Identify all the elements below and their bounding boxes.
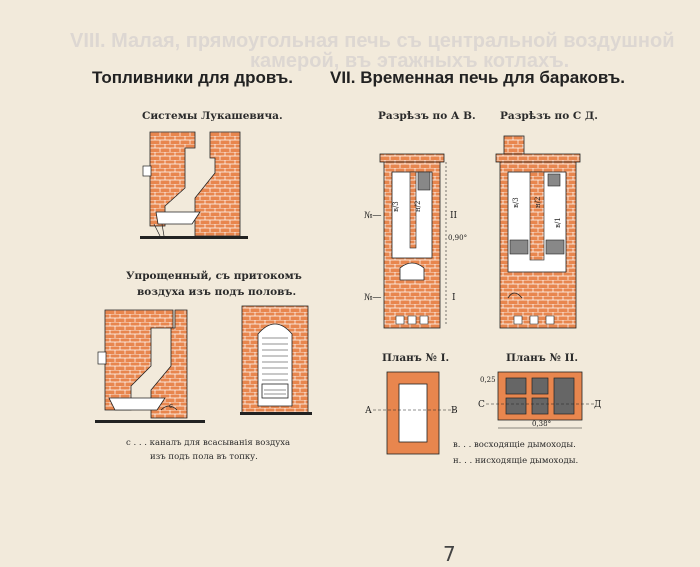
section-ab-figure: в/3 н/2 №— II №— I 0,90° — [364, 153, 467, 329]
caption-section-ab: Разрѣзъ по А В. — [378, 110, 476, 122]
label-flue-n2: н/2 — [414, 201, 422, 212]
label-one: I — [452, 293, 456, 303]
plan-label-s: С — [478, 400, 485, 410]
legend-channel-2: изъ подъ пола въ топку. — [150, 452, 258, 462]
simplified-firebox-figure: с — [95, 309, 205, 423]
heading-temporary-stove: VII. Временная печь для бараковъ. — [330, 68, 625, 87]
label-no-one: №— — [364, 293, 382, 303]
caption-simplified-2: воздуха изъ подъ половъ. — [137, 286, 297, 298]
label-flue-v3b: в/3 — [512, 197, 520, 208]
legend-ascending: в. . . восходящіе дымоходы. — [453, 440, 576, 450]
legend-descending: н. . . нисходящіе дымоходы. — [453, 456, 579, 466]
label-no-two: №— — [364, 211, 382, 221]
plan-1-figure: А В — [365, 371, 458, 455]
plan-label-b: В — [451, 406, 458, 416]
caption-plan-2: Планъ № II. — [506, 352, 579, 364]
page-number: 7 — [443, 542, 456, 566]
plan-label-d: Д — [594, 400, 601, 410]
label-two: II — [450, 211, 458, 221]
caption-lukashevich: Системы Лукашевича. — [142, 110, 283, 122]
caption-plan-1: Планъ № I. — [382, 352, 450, 364]
label-flue-v3: в/3 — [392, 201, 400, 212]
channel-mark: с — [169, 402, 173, 410]
lukashevich-firebox-figure — [140, 131, 248, 239]
label-height: 0,90° — [448, 234, 467, 242]
plan-side-label: 0,25 — [480, 376, 496, 384]
plan-width-label: 0,38° — [532, 420, 551, 428]
caption-simplified-1: Упрощенный, съ притокомъ — [126, 270, 302, 282]
firebox-front-figure — [240, 305, 312, 415]
heading-fireboxes: Топливники для дровъ. — [92, 68, 294, 87]
legend-channel-1: с . . . каналъ для всасыванія воздуха — [126, 438, 291, 448]
label-flue-n2b: н/2 — [534, 197, 542, 208]
caption-section-sd: Разрѣзъ по С Д. — [500, 110, 598, 122]
plan-label-a: А — [365, 406, 372, 416]
bleed-through-title-1: VIII. Малая, прямоугольная печь съ центр… — [70, 30, 675, 52]
plan-2-figure: С Д 0,38° 0,25 — [478, 371, 601, 429]
label-flue-v1: в/1 — [554, 217, 562, 228]
bleed-through-title-2: камерой, въ этажныхъ котлахъ. — [250, 50, 570, 72]
section-sd-figure: в/3 н/2 в/1 — [495, 135, 581, 329]
